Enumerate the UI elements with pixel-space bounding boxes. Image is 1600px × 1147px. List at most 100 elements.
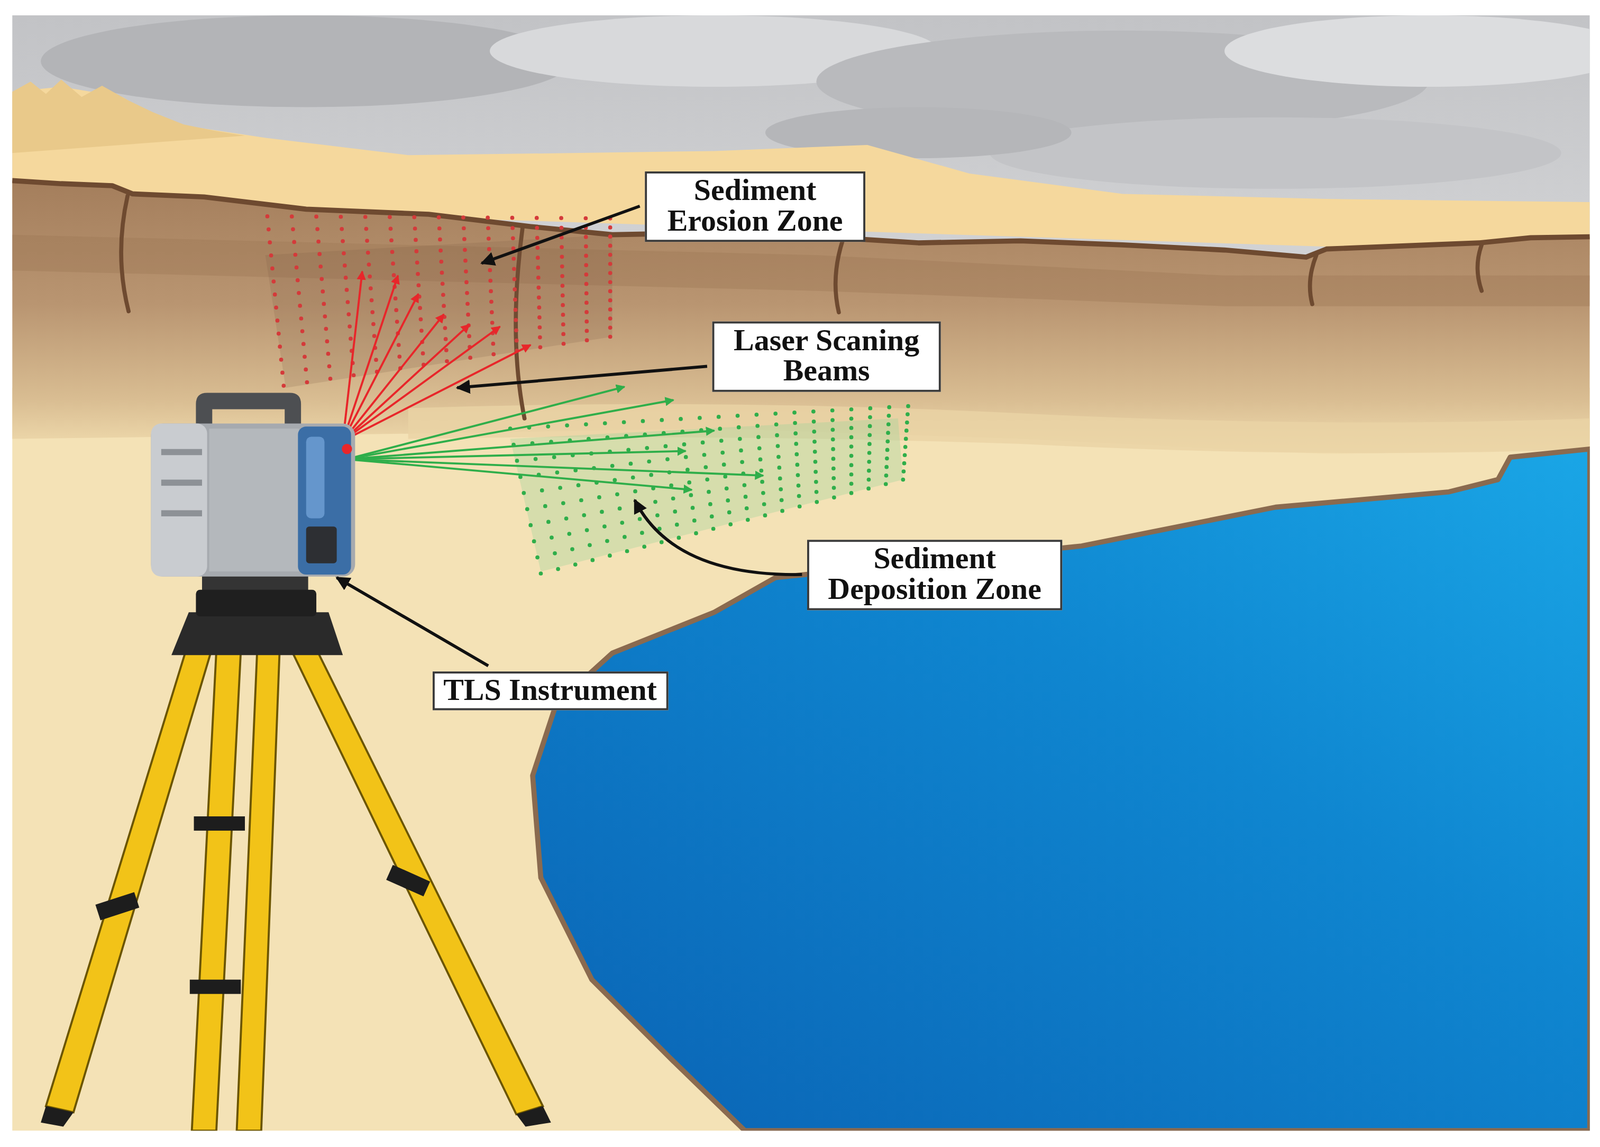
scan-point (297, 303, 303, 308)
scan-point (812, 449, 818, 454)
scan-point (419, 328, 424, 333)
scan-point (438, 248, 443, 253)
scan-point (761, 490, 766, 496)
scan-point (708, 501, 713, 507)
scan-point (373, 357, 379, 362)
scan-point (363, 226, 369, 232)
scan-point (779, 497, 784, 502)
scan-point (570, 546, 575, 552)
scan-point (534, 215, 539, 221)
scan-point (703, 464, 708, 470)
scan-point (813, 459, 818, 464)
scan-point (552, 454, 557, 460)
scan-point (341, 251, 346, 256)
scan-point (622, 419, 627, 425)
scan-point (903, 436, 909, 442)
laser-beam (346, 459, 764, 476)
scan-point (532, 538, 537, 544)
scan-point (463, 258, 468, 263)
scan-point (626, 447, 631, 452)
scan-point (558, 485, 563, 490)
scan-point (665, 456, 670, 462)
scan-point (325, 339, 330, 344)
scan-point (559, 225, 564, 231)
scan-point (728, 522, 733, 527)
scan-point (702, 452, 707, 457)
scan-point (663, 444, 669, 449)
scan-point (488, 278, 493, 283)
scan-point (756, 434, 761, 440)
scan-point (560, 264, 565, 269)
scan-point (797, 504, 802, 509)
scan-point (579, 498, 584, 503)
scan-point (903, 444, 908, 450)
scan-point (348, 336, 353, 341)
scan-point (536, 305, 542, 310)
scan-point (831, 476, 836, 481)
scan-point (583, 216, 589, 221)
scan-point (717, 426, 722, 432)
scan-point (514, 327, 519, 333)
scan-point (867, 432, 872, 437)
scan-point (305, 380, 310, 385)
scan-point (444, 359, 450, 364)
scan-point (608, 298, 613, 303)
scan-point (271, 279, 276, 284)
scan-point (659, 417, 664, 423)
scan-point (441, 303, 446, 308)
scan-point (739, 459, 745, 464)
scan-point (347, 324, 352, 329)
scan-point (486, 225, 491, 231)
scan-point (342, 263, 347, 268)
scan-point (512, 287, 517, 292)
scan-point (303, 367, 308, 372)
scan-point (780, 508, 785, 514)
scan-point (510, 225, 515, 231)
scan-point (883, 481, 889, 487)
scan-point (528, 523, 533, 528)
scan-point (489, 309, 495, 315)
scan-point (489, 299, 494, 304)
scan-point (559, 244, 564, 250)
scan-point (294, 265, 299, 270)
scan-point (364, 238, 370, 243)
scan-point (561, 341, 566, 346)
scan-point (295, 278, 300, 283)
scan-point (391, 272, 397, 278)
scan-point (540, 488, 545, 493)
scan-point (866, 468, 872, 473)
scan-point (573, 562, 578, 567)
scan-point (461, 215, 466, 220)
scan-point (642, 544, 647, 549)
scan-point (584, 309, 589, 315)
scan-point (415, 260, 420, 265)
scan-point (367, 262, 372, 267)
scan-point (693, 531, 699, 536)
scan-point (370, 309, 375, 315)
scan-point (608, 289, 613, 294)
scan-point (760, 479, 765, 484)
callout-text: Sediment Erosion Zone (655, 174, 854, 237)
scan-point (683, 454, 689, 460)
scan-point (587, 543, 592, 548)
scan-point (463, 269, 469, 274)
scan-point (488, 268, 493, 273)
scan-point (564, 423, 570, 428)
scan-point (885, 439, 890, 444)
scan-point (849, 481, 854, 486)
scan-point (269, 253, 274, 258)
scan-point (885, 430, 891, 435)
scan-point (560, 283, 565, 288)
scan-point (437, 226, 442, 231)
scan-point (678, 416, 683, 422)
scan-point (690, 505, 696, 510)
scan-point (697, 415, 702, 420)
scan-point (328, 376, 333, 381)
scan-point (778, 476, 783, 481)
scan-point (302, 354, 307, 359)
scan-point (363, 214, 368, 219)
scan-point (608, 234, 613, 239)
scan-point (265, 214, 270, 219)
scan-point (583, 234, 589, 240)
laser-beam (342, 271, 363, 441)
